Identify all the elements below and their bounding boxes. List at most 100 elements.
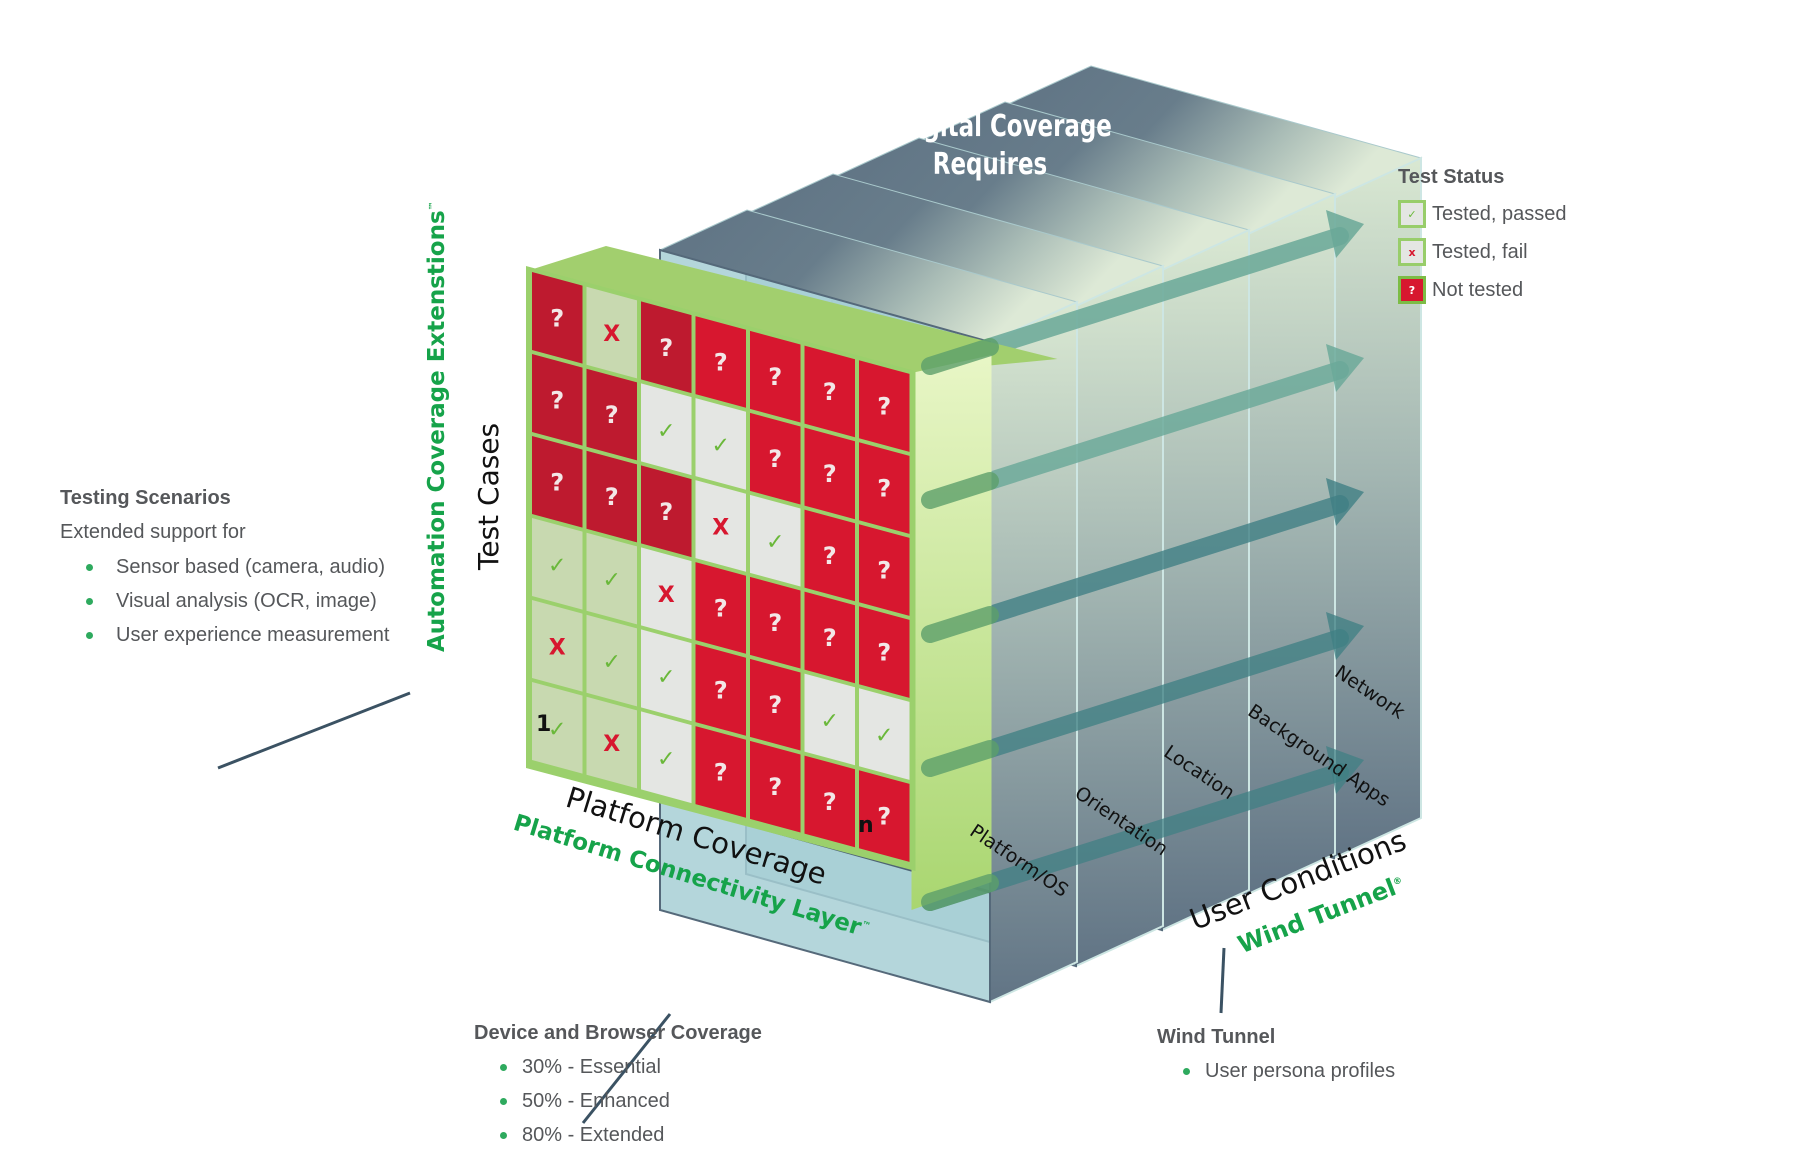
title-line-1: Digital Coverage <box>896 109 1112 144</box>
x-icon: X <box>658 583 675 608</box>
legend-item-pass: ✓ Tested, passed <box>1398 197 1567 231</box>
question-icon: ? <box>605 401 619 429</box>
matrix-cell <box>859 524 910 616</box>
matrix-cell <box>804 591 855 684</box>
matrix-cell <box>641 301 692 394</box>
check-icon: ✓ <box>657 419 675 444</box>
callout-bullet: 80% - Extended <box>474 1118 762 1152</box>
legend-item-untested: ? Not tested <box>1398 273 1567 307</box>
matrix-cell <box>641 547 692 640</box>
x-icon: X <box>549 635 566 660</box>
matrix-cell <box>532 518 583 610</box>
question-icon: ? <box>823 378 837 406</box>
question-icon: ? <box>877 475 891 503</box>
cell-not-tested: ? <box>532 436 583 528</box>
cell-not-tested: ? <box>750 658 801 751</box>
matrix-cell <box>750 494 801 587</box>
callout-bullet: 30% - Essential <box>474 1050 762 1084</box>
cell-not-tested: ? <box>804 345 855 438</box>
callout-line-testing-scenarios <box>217 691 411 770</box>
cell-not-tested: ? <box>750 740 801 833</box>
matrix-cell <box>586 696 637 789</box>
matrix-cell <box>859 770 910 862</box>
callout-title: Testing Scenarios <box>60 487 231 509</box>
matrix-cell <box>532 272 583 364</box>
callout-testing-scenarios: Testing Scenarios Extended support for S… <box>60 482 389 652</box>
arrow-tail <box>921 338 999 375</box>
test-status-legend: Test Status ✓ Tested, passed x Tested, f… <box>1398 166 1567 307</box>
matrix-cell <box>750 330 801 423</box>
matrix-cell <box>695 726 746 818</box>
check-icon: ✓ <box>657 665 675 690</box>
test-matrix-block: ???✓X✓X??✓✓X?✓?X✓✓?✓X?????✓???????✓?????… <box>526 246 1058 911</box>
matrix-cell <box>859 442 910 534</box>
matrix-top-face <box>530 246 1058 374</box>
matrix-cell <box>532 436 583 528</box>
x-icon: X <box>603 732 620 757</box>
question-icon: ? <box>877 639 891 667</box>
check-icon: ✓ <box>548 553 566 578</box>
cell-not-tested: ? <box>804 591 855 684</box>
arrow-tail <box>921 874 999 911</box>
legend-label: Tested, passed <box>1432 202 1567 225</box>
callout-bullet: Visual analysis (OCR, image) <box>60 584 389 618</box>
question-icon: ? <box>714 677 728 705</box>
matrix-cell <box>641 383 692 476</box>
check-icon: ✓ <box>603 650 621 675</box>
cell-tested-pass: ✓ <box>750 494 801 587</box>
callout-title: Wind Tunnel <box>1157 1026 1276 1048</box>
question-icon: ? <box>605 483 619 511</box>
x-icon: X <box>603 322 620 347</box>
question-icon: ? <box>823 542 837 570</box>
cell-not-tested: ? <box>586 368 637 461</box>
matrix-cell <box>641 465 692 558</box>
untested-swatch-icon: ? <box>1398 276 1426 304</box>
matrix-cell <box>804 345 855 438</box>
cell-tested-pass: ✓ <box>641 383 692 476</box>
axis-test-cases: Test Cases <box>472 422 505 570</box>
cell-not-tested: ? <box>859 770 910 862</box>
matrix-cell <box>750 412 801 505</box>
arrow-tail <box>921 606 999 643</box>
cell-tested-fail: X <box>586 286 637 379</box>
callout-line-wind-tunnel <box>1219 947 1226 1014</box>
callout-bullet: User persona profiles <box>1157 1054 1395 1088</box>
matrix-cell <box>586 614 637 707</box>
arrow-head-icon <box>1326 612 1364 660</box>
question-icon: ? <box>550 468 564 496</box>
question-icon: ? <box>550 386 564 414</box>
arrow-tail <box>921 740 999 777</box>
question-icon: ? <box>768 445 782 473</box>
cell-not-tested: ? <box>695 562 746 654</box>
check-icon: ✓ <box>712 434 730 459</box>
cell-not-tested: ? <box>804 509 855 602</box>
pass-swatch-icon: ✓ <box>1398 200 1426 228</box>
question-icon: ? <box>550 304 564 332</box>
callout-title: Device and Browser Coverage <box>474 1022 762 1044</box>
callout-intro: Extended support for <box>60 521 246 543</box>
slab-side-face <box>989 300 1078 1004</box>
cell-not-tested: ? <box>695 316 746 408</box>
cell-tested-fail: X <box>695 480 746 572</box>
question-icon: ? <box>714 759 728 787</box>
matrix-cell <box>586 368 637 461</box>
cell-tested-pass: ✓ <box>641 711 692 804</box>
question-icon: ? <box>877 803 891 831</box>
arrow-head-icon <box>1326 746 1364 794</box>
arrow-head-icon <box>1326 344 1364 392</box>
platform-end-label: n <box>858 813 874 838</box>
check-icon: ✓ <box>766 530 784 555</box>
question-icon: ? <box>714 595 728 623</box>
x-icon: X <box>712 516 729 541</box>
check-icon: ✓ <box>548 717 566 742</box>
question-icon: ? <box>877 393 891 421</box>
axis-automation-extensions: Automation Coverage Extenstions™ <box>424 201 450 652</box>
matrix-cell <box>532 682 583 774</box>
cell-not-tested: ? <box>532 272 583 364</box>
question-icon: ? <box>659 498 673 526</box>
cell-not-tested: ? <box>859 606 910 698</box>
arrow-head-icon <box>1326 478 1364 526</box>
matrix-cell <box>532 354 583 446</box>
cell-tested-pass: ✓ <box>641 629 692 722</box>
cell-tested-pass: ✓ <box>586 532 637 625</box>
